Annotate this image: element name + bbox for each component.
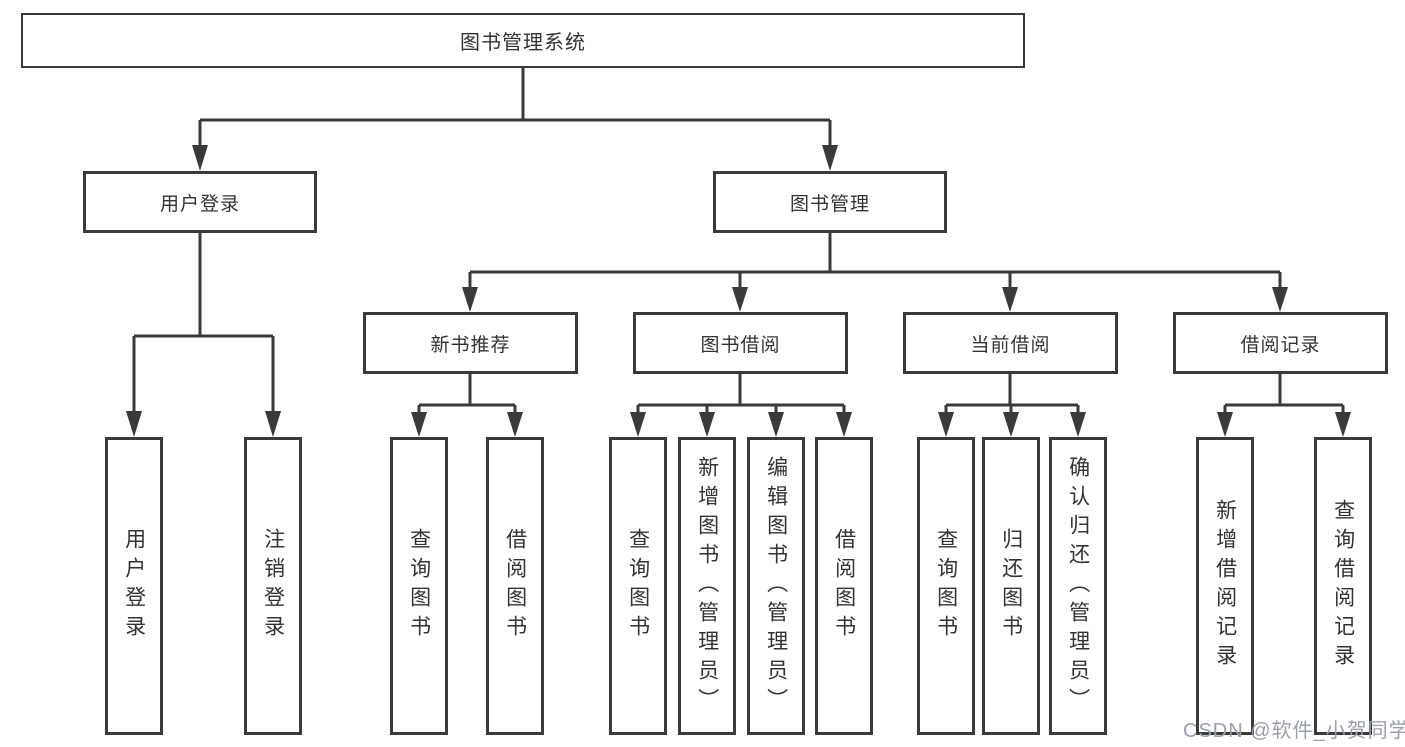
node-label: 新增图书（管理员） — [695, 455, 719, 717]
node-label: 注销登录 — [261, 528, 285, 644]
node-label: 查询图书 — [934, 528, 958, 644]
node-label: 归还图书 — [999, 528, 1023, 644]
connector-line-segments — [132, 68, 1345, 414]
node-confirm-return-admin: 确认归还（管理员） — [1049, 437, 1107, 735]
node-recommend-borrow-books: 借阅图书 — [486, 437, 544, 735]
node-edit-books-admin: 编辑图书（管理员） — [747, 437, 805, 735]
node-label: 查询图书 — [407, 528, 431, 644]
node-label: 借阅图书 — [832, 528, 856, 644]
node-user-login: 用户登录 — [83, 171, 317, 233]
node-label: 查询借阅记录 — [1331, 499, 1355, 673]
node-current-borrowing: 当前借阅 — [903, 312, 1118, 374]
node-logout: 注销登录 — [244, 437, 302, 735]
node-borrow-books: 借阅图书 — [815, 437, 873, 735]
arrowheads — [126, 145, 1351, 437]
csdn-watermark: CSDN @软件_小贺同学 — [1183, 720, 1405, 742]
node-return-books: 归还图书 — [982, 437, 1040, 735]
node-add-borrow-record: 新增借阅记录 — [1196, 437, 1254, 735]
node-label: 新增借阅记录 — [1213, 499, 1237, 673]
node-current-query-books: 查询图书 — [917, 437, 975, 735]
node-user-login-leaf: 用户登录 — [105, 437, 163, 735]
node-label: 编辑图书（管理员） — [764, 455, 788, 717]
node-borrowing-records: 借阅记录 — [1173, 312, 1388, 374]
node-label: 查询图书 — [626, 528, 650, 644]
node-query-borrow-record: 查询借阅记录 — [1314, 437, 1372, 735]
node-new-book-recommendation: 新书推荐 — [363, 312, 578, 374]
node-label: 确认归还（管理员） — [1066, 455, 1090, 717]
node-book-borrowing: 图书借阅 — [633, 312, 848, 374]
node-book-management: 图书管理 — [713, 171, 947, 233]
node-label: 借阅图书 — [503, 528, 527, 644]
node-add-books-admin: 新增图书（管理员） — [678, 437, 736, 735]
node-borrow-query-books: 查询图书 — [609, 437, 667, 735]
node-label: 用户登录 — [122, 528, 146, 644]
node-library-management-system: 图书管理系统 — [21, 13, 1025, 68]
node-recommend-query-books: 查询图书 — [390, 437, 448, 735]
